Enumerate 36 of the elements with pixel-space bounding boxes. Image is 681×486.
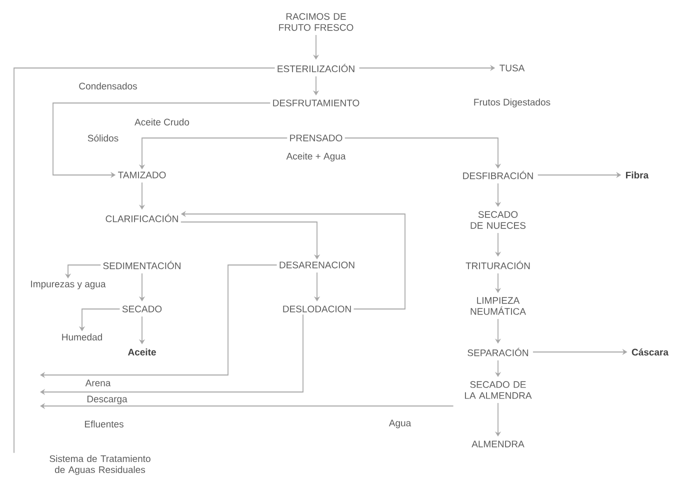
step-label: ESTERILIZACIÓN	[278, 64, 354, 72]
step-label: SEPARACIÓN	[468, 348, 528, 356]
step-label: TUSA	[500, 64, 525, 72]
flow-label: Arena	[85, 380, 111, 386]
step-label: LIMPIEZA NEUMÁTICA	[470, 297, 526, 315]
step-label: TRITURACIÓN	[466, 260, 530, 270]
step-label: Aceite	[128, 348, 156, 356]
step-label: DESLODACION	[283, 306, 351, 312]
step-label: DESARENACION	[280, 262, 354, 268]
step-label: Cáscara	[632, 348, 669, 356]
step-label: PRENSADO	[290, 134, 342, 142]
step-label: CLARIFICACIÓN	[106, 214, 178, 222]
flow-label: Aceite Crudo	[134, 118, 190, 126]
flow-label: Descarga	[87, 396, 128, 404]
step-label: SECADO	[122, 306, 162, 312]
step-label: SEDIMENTACIÓN	[103, 260, 180, 270]
step-label: RACIMOS DE FRUTO FRESCO	[279, 13, 354, 31]
step-label: SECADO DE LA ALMENDRA	[465, 381, 532, 399]
step-label: SECADO DE NUECES	[470, 211, 526, 229]
flow-label: Frutos Digestados	[474, 98, 550, 108]
step-label: Sistema de Tratamiento de Aguas Residuales	[50, 455, 150, 475]
step-label: Impurezas y agua	[31, 280, 106, 290]
flow-label: Agua	[388, 420, 412, 428]
step-label: DESFIBRACIÓN	[463, 170, 533, 180]
flow-label: Efluentes	[84, 420, 124, 428]
step-label: TAMIZADO	[118, 172, 166, 178]
step-label: Humedad	[62, 334, 102, 340]
arrow	[40, 314, 304, 396]
step-label: DESFRUTAMIENTO	[273, 100, 360, 106]
arrow	[180, 222, 320, 260]
step-label: Fibra	[626, 172, 649, 178]
flow-label: Condensados	[79, 82, 137, 90]
flow-label: Aceite + Agua	[286, 152, 346, 162]
arrow	[40, 264, 278, 378]
flow-label: Sólidos	[88, 134, 118, 142]
step-label: ALMENDRA	[472, 440, 524, 448]
